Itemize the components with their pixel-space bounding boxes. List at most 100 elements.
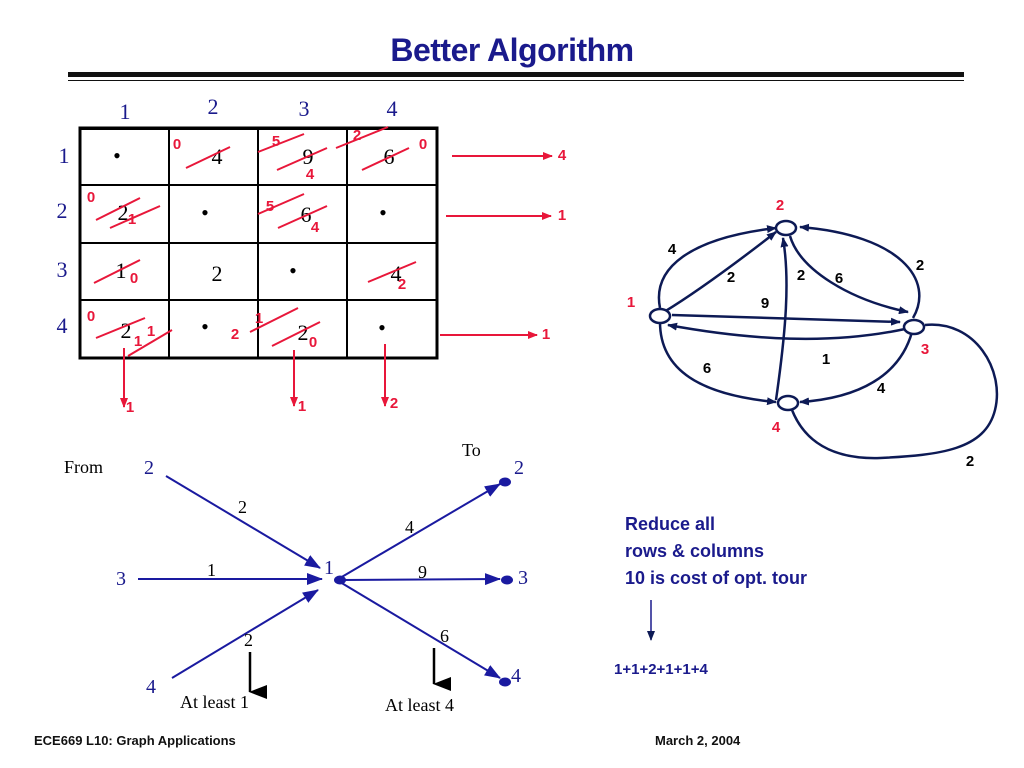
weight-10: 2: [966, 453, 974, 470]
annot-9: 4: [311, 219, 320, 236]
cell-2-1: 2: [118, 200, 129, 225]
annot-2: 5: [272, 133, 280, 150]
annot-16: 1: [147, 323, 155, 340]
in-node-3: 3: [116, 568, 126, 590]
annot-12: 0: [87, 308, 95, 325]
weight-3: 2: [797, 267, 805, 284]
tour-graph: 1 2 3 4 4 2 2 6 9 2 1 6 4 2: [627, 197, 999, 470]
cell-4-4: •: [378, 315, 386, 340]
in-edge-from-4: [171, 589, 319, 679]
out-weight-3: 9: [418, 562, 427, 582]
annot-8: 5: [266, 198, 274, 215]
col-header-3: 3: [299, 96, 310, 121]
row-header-1: 1: [59, 143, 70, 168]
edge-2-3: [788, 235, 909, 315]
footer-course: ECE669 L10: Graph Applications: [34, 733, 236, 748]
graph-label-3: 3: [921, 341, 929, 358]
col-1-min: 1: [126, 399, 134, 416]
graph-node-1: [648, 307, 672, 325]
row-header-3: 3: [57, 257, 68, 282]
graph-label-2: 2: [776, 197, 784, 214]
in-node-4: 4: [146, 676, 156, 698]
footer-date: March 2, 2004: [655, 733, 741, 748]
cell-4-2: •: [201, 314, 209, 339]
edge-3-4-outer: [790, 323, 999, 460]
annot-14: 1: [255, 310, 263, 327]
in-weight-4: 2: [244, 630, 253, 650]
annot-17: 2: [231, 326, 239, 343]
col-header-1: 1: [120, 99, 131, 124]
out-edge-to-3: [341, 573, 501, 586]
note-line-3: 10 is cost of opt. tour: [625, 568, 807, 588]
row-header-4: 4: [57, 313, 68, 338]
cost-matrix: 1 2 3 4 1 2 3 4 • 4 9 6 2: [57, 94, 567, 416]
edge-4-1-diag: [663, 231, 777, 314]
annot-6: 0: [87, 189, 95, 206]
star-out-node-4: [499, 677, 511, 687]
annot-5: 4: [306, 166, 315, 183]
weight-6: 2: [916, 257, 924, 274]
annot-11: 2: [398, 276, 406, 293]
star-out-node-3: [501, 575, 513, 585]
in-node-2: 2: [144, 457, 154, 479]
title-rule-thin: [68, 80, 964, 81]
at-least-out: At least 4: [385, 695, 454, 715]
in-weight-2: 2: [238, 497, 247, 517]
annot-1: 0: [173, 136, 181, 153]
at-least-in: At least 1: [180, 692, 249, 712]
row-1-min: 4: [558, 147, 567, 164]
edge-1-4: [658, 321, 777, 406]
note-line-2: rows & columns: [625, 541, 764, 561]
edge-1-3: [671, 313, 901, 326]
weight-7: 1: [822, 351, 830, 368]
out-node-4: 4: [511, 665, 521, 687]
star-center-node: [334, 575, 346, 585]
row-4-min: 1: [542, 326, 550, 343]
annot-13: 1: [134, 333, 142, 350]
from-label: From: [64, 457, 103, 477]
graph-node-2: [774, 219, 798, 237]
cell-1-2: 4: [212, 144, 223, 169]
notes: Reduce all rows & columns 10 is cost of …: [614, 514, 807, 678]
out-edge-to-2: [339, 483, 501, 579]
annot-7: 1: [128, 211, 136, 228]
graph-label-1: 1: [627, 294, 635, 311]
note-sum: 1+1+2+1+1+4: [614, 661, 709, 678]
cell-3-2: 2: [212, 261, 223, 286]
annot-15: 0: [309, 334, 317, 351]
col-3-min: 1: [298, 398, 306, 415]
row-header-2: 2: [57, 198, 68, 223]
graph-label-4: 4: [772, 419, 781, 436]
out-weight-2: 4: [405, 517, 414, 537]
annot-4: 0: [419, 136, 427, 153]
annot-10: 0: [130, 270, 138, 287]
edge-4-2: [774, 237, 789, 401]
cell-4-3: 2: [298, 320, 309, 345]
node-1-edges-diagram: From To 2 1 2 4 9 6 At least 1 At least …: [64, 440, 528, 715]
to-label: To: [462, 440, 481, 460]
note-line-1: Reduce all: [625, 514, 715, 534]
in-weight-3: 1: [207, 560, 216, 580]
out-edge-to-4: [339, 581, 501, 679]
edge-3-4: [799, 331, 914, 406]
weight-8: 6: [703, 360, 711, 377]
col-header-4: 4: [387, 96, 398, 121]
cell-2-4: •: [379, 200, 387, 225]
weight-4: 6: [835, 270, 843, 287]
graph-node-3: [902, 318, 926, 336]
edge-3-1: [667, 322, 906, 341]
center-node: 1: [324, 557, 334, 579]
col-4-min: 2: [390, 395, 398, 412]
cell-4-1: 2: [121, 318, 132, 343]
weight-1: 4: [668, 241, 677, 258]
edge-1-2: [657, 225, 777, 309]
weight-5: 9: [761, 295, 769, 312]
star-out-node-2: [499, 477, 511, 487]
weight-2: 2: [727, 269, 735, 286]
col-header-2: 2: [208, 94, 219, 119]
cell-3-4: 4: [391, 261, 402, 286]
cell-3-3: •: [289, 258, 297, 283]
weight-9: 4: [877, 380, 886, 397]
